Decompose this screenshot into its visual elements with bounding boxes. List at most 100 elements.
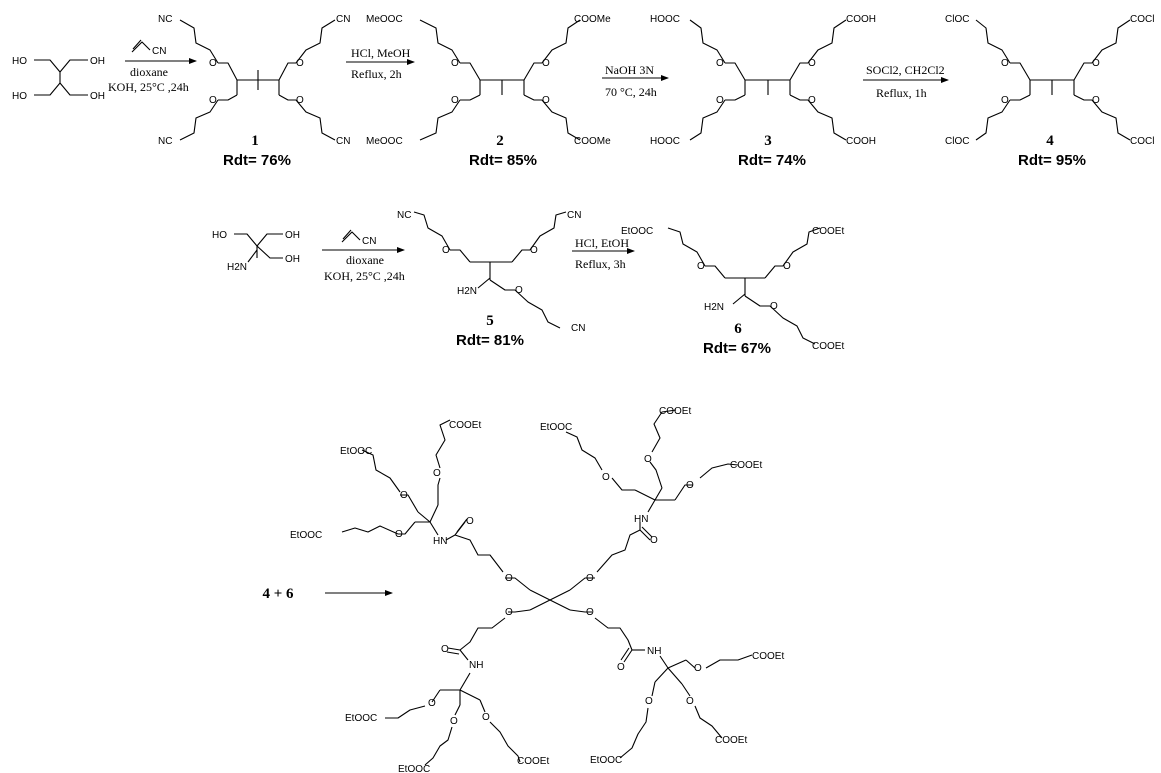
reactants-label: 4 + 6 [262,586,294,602]
amide-label: HN [433,536,447,547]
reagent-label: HCl, EtOH [575,236,629,250]
ester-label: COOEt [812,226,844,237]
hydroxyl-label: OH [90,91,105,102]
ester-label: EtOOC [345,713,377,724]
ester-label: COOEt [730,460,762,471]
acrylonitrile-label: CN [362,236,376,247]
carbonyl-o-label: O [617,662,625,673]
ether-o-label: O [209,95,217,106]
ether-o-label: O [808,58,816,69]
conditions-label: Reflux, 2h [351,67,402,81]
ester-label: EtOOC [290,530,322,541]
yield-label: Rdt= 74% [738,152,806,169]
nitrile-label: CN [336,136,350,147]
reagent-label: SOCl2, CH2Cl2 [866,63,945,77]
compound-2-structure: O O O O MeOOC COOMe MeOOC COOMe 2 Rdt= 8… [366,14,611,169]
ether-o-label: O [1001,58,1009,69]
conditions-label: Reflux, 1h [876,86,927,100]
acid-label: HOOC [650,136,680,147]
amide-label: NH [469,660,483,671]
compound-number: 6 [734,321,742,337]
ether-o-label: O [451,58,459,69]
ether-o-label: O [451,95,459,106]
dendrimer-structure: O O O O O HN O EtOOC O EtOOC O COOEt O H… [290,406,784,773]
ether-o-label: O [450,716,458,727]
ester-label: COOMe [574,14,611,25]
ester-label: COOEt [715,735,747,746]
ether-o-label: O [783,261,791,272]
reaction-arrow-step1: CN dioxane KOH, 25°C ,24h [108,39,197,94]
ester-label: EtOOC [398,764,430,773]
ether-o-label: O [644,454,652,465]
ether-o-label: O [433,468,441,479]
ether-o-label: O [209,58,217,69]
ester-label: MeOOC [366,136,403,147]
compound-5-structure: O O O NC CN CN H2N 5 Rdt= 81% [397,210,585,349]
conditions-label: 70 °C, 24h [605,85,657,99]
ether-o-label: O [296,95,304,106]
ester-label: EtOOC [621,226,653,237]
conditions-label: Reflux, 3h [575,257,626,271]
nitrile-label: CN [336,14,350,25]
reaction-arrow-step2: HCl, MeOH Reflux, 2h [346,46,415,81]
ether-o-label: O [515,285,523,296]
ether-o-label: O [808,95,816,106]
carbonyl-o-label: O [466,516,474,527]
acrylonitrile-label: CN [152,46,166,57]
amine-label: H2N [457,286,477,297]
reagent-label: NaOH 3N [605,63,654,77]
ether-o-label: O [530,245,538,256]
ether-o-label: O [542,95,550,106]
amine-label: H2N [227,262,247,273]
hydroxyl-label: HO [12,56,27,67]
hydroxyl-label: OH [285,254,300,265]
reaction-arrow-step5: CN dioxane KOH, 25°C ,24h [322,229,405,283]
reaction-arrow-step3: NaOH 3N 70 °C, 24h [602,63,669,99]
carbonyl-o-label: O [650,535,658,546]
hydroxyl-label: OH [90,56,105,67]
ether-o-label: O [1092,95,1100,106]
ether-o-label: O [296,58,304,69]
hydroxyl-label: HO [12,91,27,102]
ether-o-label: O [400,490,408,501]
ether-o-label: O [697,261,705,272]
ether-o-label: O [1001,95,1009,106]
yield-label: Rdt= 85% [469,152,537,169]
acyl-chloride-label: ClOC [945,136,969,147]
yield-label: Rdt= 67% [703,340,771,357]
compound-6-structure: O O O EtOOC COOEt COOEt H2N 6 Rdt= 67% [621,226,844,357]
carbonyl-o-label: O [441,644,449,655]
acid-label: COOH [846,136,876,147]
ether-o-label: O [686,480,694,491]
compound-4-structure: O O O O ClOC COCl ClOC COCl 4 Rdt= 95% [945,14,1154,169]
hydroxyl-label: HO [212,230,227,241]
ether-o-label: O [428,698,436,709]
ether-o-label: O [770,301,778,312]
ether-o-label: O [482,712,490,723]
ether-o-label: O [586,573,594,584]
reagent-label: HCl, MeOH [351,46,411,60]
nitrile-label: NC [158,136,172,147]
solvent-label: dioxane [346,253,384,267]
compound-number: 4 [1046,133,1054,149]
ester-label: COOEt [517,756,549,767]
solvent-label: dioxane [130,65,168,79]
ether-o-label: O [586,607,594,618]
tris-structure: HO OH OH H2N [212,230,300,273]
acid-label: COOH [846,14,876,25]
amine-label: H2N [704,302,724,313]
ester-label: COOEt [752,651,784,662]
compound-number: 5 [486,313,494,329]
ether-o-label: O [645,696,653,707]
nitrile-label: CN [571,323,585,334]
compound-1-structure: O O O O NC CN NC CN 1 Rdt= 76% [158,14,350,169]
ester-label: COOMe [574,136,611,147]
ether-o-label: O [716,58,724,69]
ether-o-label: O [602,472,610,483]
ether-o-label: O [505,607,513,618]
conditions-label: KOH, 25°C ,24h [324,269,405,283]
hydroxyl-label: OH [285,230,300,241]
reaction-arrow-step6: HCl, EtOH Reflux, 3h [572,236,635,271]
ester-label: EtOOC [340,446,372,457]
final-reaction-arrow: 4 + 6 [262,586,393,602]
